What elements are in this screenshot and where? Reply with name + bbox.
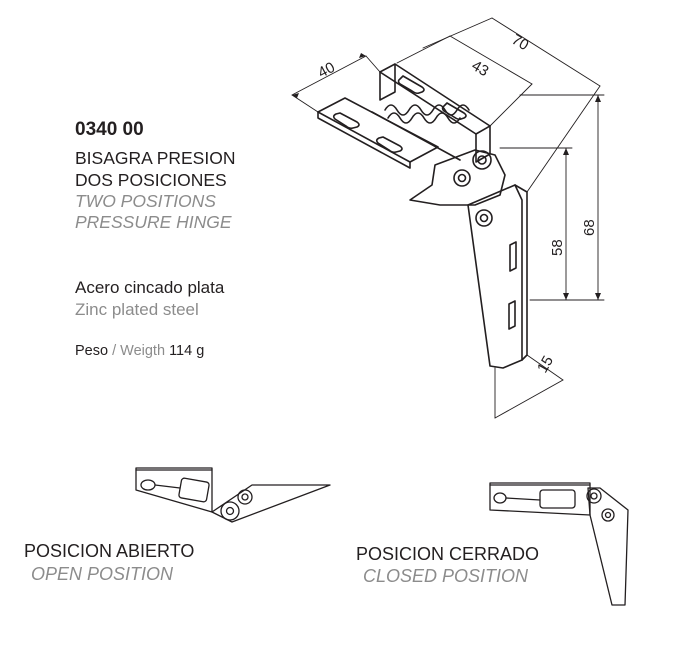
weight-line: Peso / Weigth 114 g xyxy=(75,343,204,359)
weight-label-es: Peso xyxy=(75,343,109,359)
open-position-diagram xyxy=(135,467,331,523)
dim-label-15: 15 xyxy=(534,353,557,376)
dimension-lines xyxy=(291,17,605,419)
dim-label-40: 40 xyxy=(315,59,338,82)
material-en: Zinc plated steel xyxy=(75,300,199,319)
closed-position-es: POSICION CERRADO xyxy=(356,544,540,564)
weight-separator: / xyxy=(112,343,117,359)
weight-label-en: Weigth xyxy=(120,343,166,359)
hinge-isometric-drawing xyxy=(317,63,528,369)
product-name-es-line1: BISAGRA PRESION xyxy=(75,148,236,168)
product-name-en-line2: PRESSURE HINGE xyxy=(75,212,232,232)
dim-label-58: 58 xyxy=(549,239,566,256)
product-name-es-line2: DOS POSICIONES xyxy=(75,170,227,190)
open-position-es: POSICION ABIERTO xyxy=(24,541,195,561)
product-name-en-line1: TWO POSITIONS xyxy=(75,191,216,211)
material-es: Acero cincado plata xyxy=(75,278,225,297)
open-position-en: OPEN POSITION xyxy=(31,564,174,584)
dim-label-68: 68 xyxy=(581,219,598,236)
dim-label-70: 70 xyxy=(509,31,532,54)
closed-position-diagram xyxy=(489,482,629,606)
weight-value: 114 g xyxy=(169,343,205,359)
dim-label-43: 43 xyxy=(469,57,492,80)
product-code: 0340 00 xyxy=(75,119,144,140)
closed-position-en: CLOSED POSITION xyxy=(363,566,529,586)
dimension-arrows xyxy=(292,53,601,300)
